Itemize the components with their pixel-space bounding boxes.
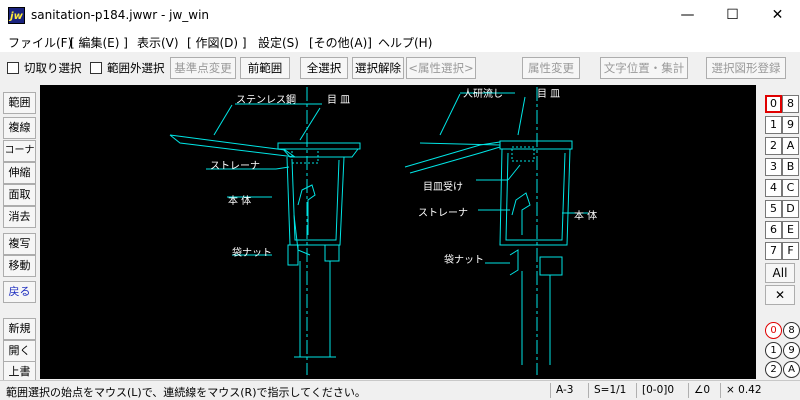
tool-undo-button[interactable]: 戻る	[3, 281, 36, 303]
layer-f[interactable]: F	[782, 242, 799, 260]
status-paper-size[interactable]: A-3	[550, 383, 586, 398]
menu-edit[interactable]: [ 編集(E) ]	[70, 36, 128, 50]
label-right-body: 本 体	[574, 211, 598, 222]
attribute-select-button[interactable]: <属性選択>	[406, 57, 476, 79]
tool-overwrite-button[interactable]: 上書	[3, 361, 36, 383]
base-point-change-button[interactable]: 基準点変更	[170, 57, 236, 79]
menu-view[interactable]: 表示(V)	[137, 36, 179, 50]
layer-1[interactable]: 1	[765, 116, 782, 134]
tool-erase-button[interactable]: 消去	[3, 206, 36, 228]
group-0[interactable]: 0	[765, 322, 782, 339]
layer-a[interactable]: A	[782, 137, 799, 155]
label-right-strainer: ストレーナ	[418, 208, 468, 219]
group-8[interactable]: 8	[783, 322, 800, 339]
label-left-eyes: 目 皿	[327, 95, 351, 106]
range-toolbar: 切取り選択 範囲外選択 基準点変更 前範囲 全選択 選択解除 <属性選択> 属性…	[0, 53, 800, 83]
group-1[interactable]: 1	[765, 342, 782, 359]
title-bar: jw sanitation-p184.jwwr - jw_win — ☐ ✕	[0, 0, 800, 30]
layer-8[interactable]: 8	[782, 95, 799, 113]
label-left-body: 本 体	[228, 196, 252, 207]
window-title: sanitation-p184.jwwr - jw_win	[31, 8, 210, 22]
tool-open-button[interactable]: 開く	[3, 340, 36, 362]
tool-offset-button[interactable]: 複線	[3, 117, 36, 139]
minimize-button[interactable]: —	[680, 7, 695, 23]
all-layers-button[interactable]: All	[765, 263, 795, 283]
layer-b[interactable]: B	[782, 158, 799, 176]
menu-bar: ファイル(F) [ 編集(E) ] 表示(V) [ 作図(D) ] 設定(S) …	[0, 30, 800, 52]
close-button[interactable]: ✕	[771, 7, 784, 23]
layer-4[interactable]: 4	[765, 179, 782, 197]
label-stainless: ステンレス鋼	[236, 95, 296, 106]
label-right-nut: 袋ナット	[444, 255, 484, 266]
tool-corner-button[interactable]: コーナー	[3, 140, 36, 176]
group-a[interactable]: A	[783, 361, 800, 378]
right-trim-panel	[404, 141, 501, 174]
layer-cross-button[interactable]: ✕	[765, 285, 795, 305]
left-stainless-panel	[169, 134, 296, 158]
layer-e[interactable]: E	[782, 221, 799, 239]
status-bar: 範囲選択の始点をマウス(L)で、連続線をマウス(R)で指示してください。 A-3…	[0, 380, 800, 400]
label-trim: 人研流し	[463, 89, 503, 100]
label-receiver: 目皿受け	[423, 182, 463, 193]
layer-0[interactable]: 0	[765, 95, 782, 113]
status-scale[interactable]: S=1/1	[588, 383, 634, 398]
select-all-button[interactable]: 全選択	[300, 57, 348, 79]
label-left-nut: 袋ナット	[232, 248, 272, 259]
cad-drawing	[169, 87, 588, 375]
attribute-change-button[interactable]: 属性変更	[522, 57, 580, 79]
tool-chamfer-button[interactable]: 面取	[3, 184, 36, 206]
outside-select-label: 範囲外選択	[107, 61, 165, 75]
register-shape-button[interactable]: 選択図形登録	[706, 57, 786, 79]
layer-3[interactable]: 3	[765, 158, 782, 176]
label-left-strainer: ストレーナ	[210, 161, 260, 172]
cut-select-checkbox[interactable]	[7, 62, 19, 74]
tool-new-button[interactable]: 新規	[3, 318, 36, 340]
status-message: 範囲選択の始点をマウス(L)で、連続線をマウス(R)で指示してください。	[6, 386, 366, 399]
layer-2[interactable]: 2	[765, 137, 782, 155]
menu-other[interactable]: [その他(A)]	[309, 36, 372, 50]
cut-select-label: 切取り選択	[24, 61, 82, 75]
menu-file[interactable]: ファイル(F)	[8, 36, 73, 50]
group-2[interactable]: 2	[765, 361, 782, 378]
tool-range-button[interactable]: 範囲	[3, 92, 36, 114]
tool-extend-button[interactable]: 伸縮	[3, 162, 36, 184]
status-layer[interactable]: [0-0]0	[636, 383, 686, 398]
menu-draw[interactable]: [ 作図(D) ]	[187, 36, 247, 50]
drawing-canvas[interactable]: ステンレス鋼 目 皿 ストレーナ 本 体 袋ナット 人研流し 目 皿 目皿受け …	[40, 85, 756, 379]
tool-move-button[interactable]: 移動	[3, 255, 36, 277]
previous-range-button[interactable]: 前範囲	[240, 57, 290, 79]
status-zoom[interactable]: × 0.42	[720, 383, 798, 398]
label-right-eyes: 目 皿	[537, 89, 561, 100]
status-angle[interactable]: ∠0	[688, 383, 718, 398]
maximize-button[interactable]: ☐	[726, 7, 739, 23]
outside-select-checkbox[interactable]	[90, 62, 102, 74]
group-9[interactable]: 9	[783, 342, 800, 359]
tool-copy-button[interactable]: 複写	[3, 233, 36, 255]
layer-c[interactable]: C	[782, 179, 799, 197]
menu-settings[interactable]: 設定(S)	[258, 36, 299, 50]
layer-9[interactable]: 9	[782, 116, 799, 134]
text-position-total-button[interactable]: 文字位置・集計	[600, 57, 688, 79]
deselect-button[interactable]: 選択解除	[352, 57, 404, 79]
app-logo-icon: jw	[8, 7, 25, 24]
layer-7[interactable]: 7	[765, 242, 782, 260]
layer-5[interactable]: 5	[765, 200, 782, 218]
layer-6[interactable]: 6	[765, 221, 782, 239]
layer-d[interactable]: D	[782, 200, 799, 218]
menu-help[interactable]: ヘルプ(H)	[378, 36, 433, 50]
